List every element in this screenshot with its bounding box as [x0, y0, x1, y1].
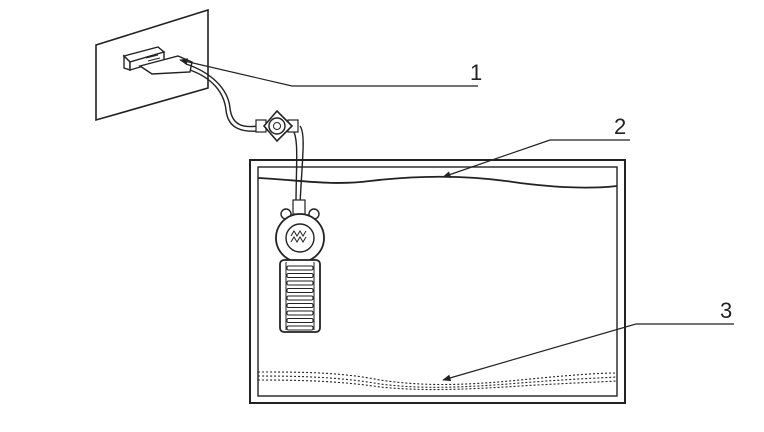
callout-3: 3 — [442, 298, 734, 382]
gravel-bed — [257, 371, 618, 391]
heater-rib — [286, 318, 314, 323]
callout-label-2: 2 — [614, 114, 626, 139]
heater-rib — [286, 280, 314, 286]
power-plug — [122, 46, 193, 75]
aquarium-heater — [275, 199, 325, 333]
heater-rib — [286, 288, 314, 293]
power-cable — [185, 63, 304, 206]
heater-rib — [286, 325, 314, 331]
heater-rib — [286, 273, 314, 278]
callout-label-1: 1 — [470, 60, 482, 85]
heater-rib — [286, 303, 314, 308]
heater-ribs — [286, 265, 314, 331]
callout-2: 2 — [442, 114, 630, 178]
aquarium-tank — [249, 159, 626, 404]
cable-controller — [255, 109, 299, 143]
heater-rib — [286, 295, 314, 301]
callout-label-3: 3 — [720, 298, 732, 323]
heater-rib — [286, 265, 314, 271]
heater-rib — [286, 310, 314, 316]
water-surface — [257, 175, 618, 189]
wall-socket — [95, 8, 209, 122]
callout-1: 1 — [179, 58, 482, 87]
